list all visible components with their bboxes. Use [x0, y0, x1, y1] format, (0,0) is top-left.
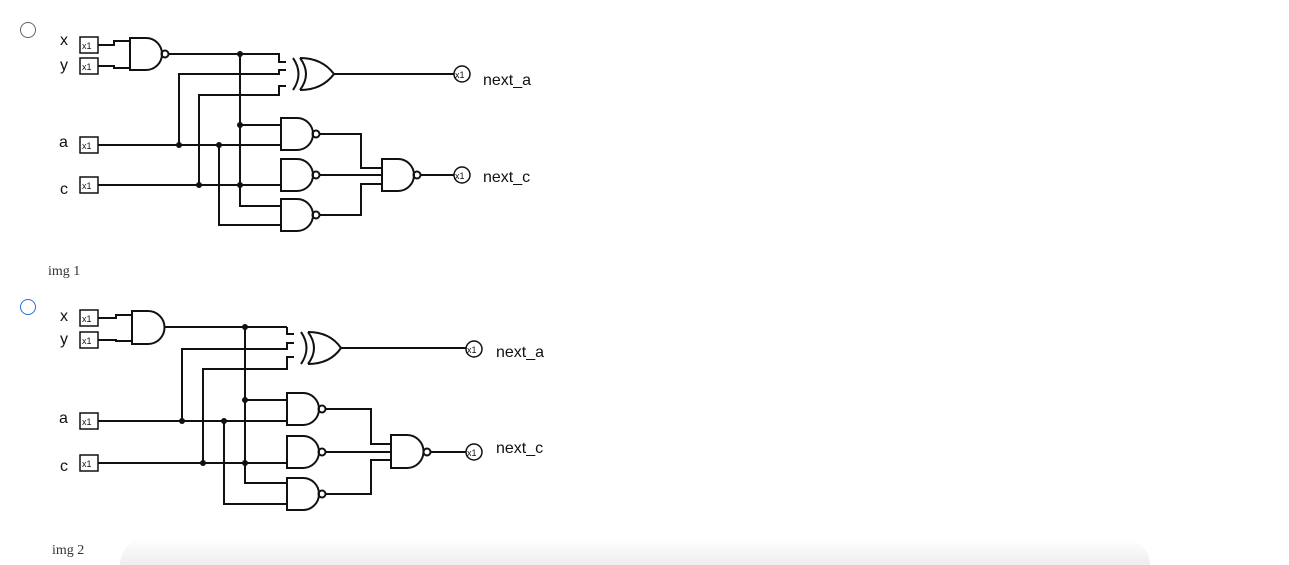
option-1-caption: img 1: [48, 264, 81, 279]
input-y-label: y: [60, 57, 68, 74]
option-2-radio[interactable]: [20, 299, 36, 315]
probe-next-c: x1: [455, 171, 465, 181]
input-x-box: x1: [82, 314, 92, 324]
input-a-box: x1: [82, 417, 92, 427]
output-next-a-label: next_a: [496, 344, 544, 361]
probe-next-a: x1: [467, 345, 477, 355]
input-y-label: y: [60, 331, 68, 348]
input-a-box: x1: [82, 141, 92, 151]
probe-next-a: x1: [455, 70, 465, 80]
input-y-box: x1: [82, 336, 92, 346]
probe-next-c: x1: [467, 448, 477, 458]
input-x-label: x: [60, 32, 68, 49]
input-a-label: a: [59, 134, 68, 151]
input-c-box: x1: [82, 181, 92, 191]
output-next-c-label: next_c: [496, 440, 543, 457]
output-next-c-label: next_c: [483, 169, 530, 186]
output-next-a-label: next_a: [483, 72, 531, 89]
option-2-caption: img 2: [52, 543, 85, 558]
input-x-box: x1: [82, 41, 92, 51]
input-c-label: c: [60, 458, 68, 475]
option-1-radio[interactable]: [20, 22, 36, 38]
input-x-label: x: [60, 308, 68, 325]
input-y-box: x1: [82, 62, 92, 72]
circuit-diagram-2: x1 x1 x1 x1 x1 x1 x y a c next_a next_c: [59, 308, 544, 511]
circuit-diagram-1: x1 x1 x1 x1 x1 x1 x y a c next_a next_c: [59, 32, 531, 232]
input-c-box: x1: [82, 459, 92, 469]
input-c-label: c: [60, 181, 68, 198]
input-a-label: a: [59, 410, 68, 427]
bottom-scroll-shadow: [120, 538, 1150, 565]
